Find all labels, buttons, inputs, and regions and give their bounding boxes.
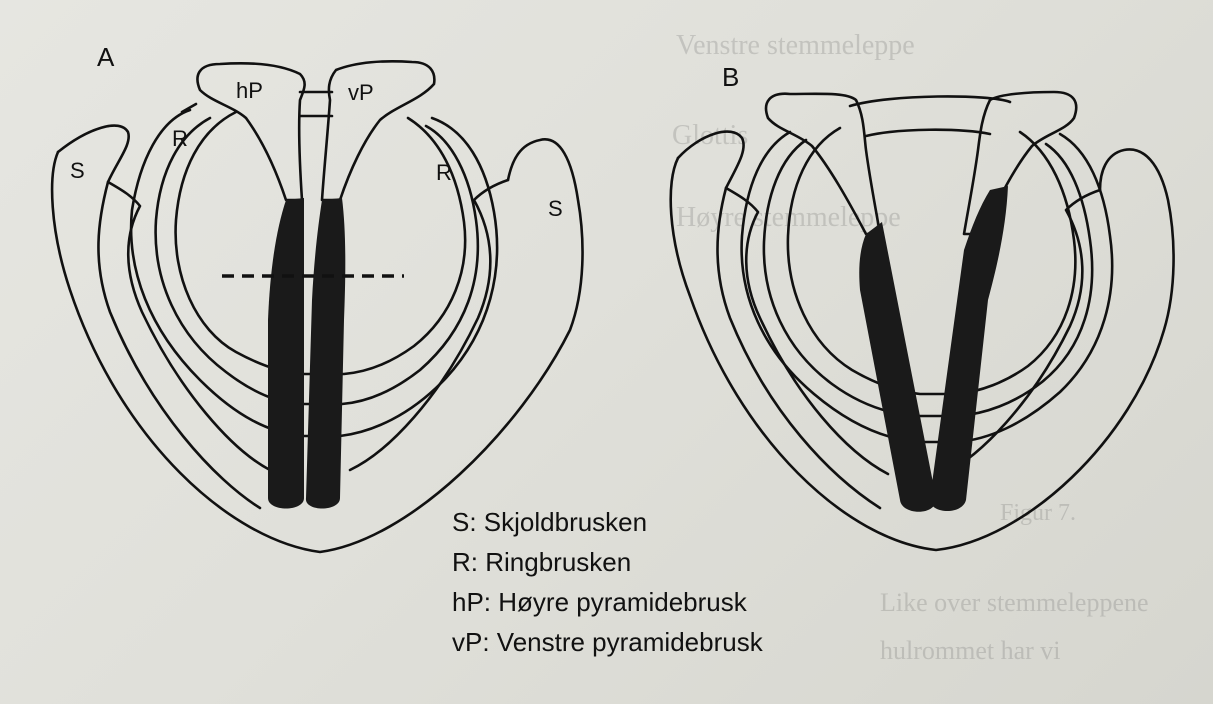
label-r-left: R [172, 126, 188, 152]
label-vp: vP [348, 80, 374, 106]
legend-item-s: S: Skjoldbrusken [452, 502, 763, 542]
arytenoid-left [322, 61, 434, 200]
cricoid-top-arc-b [850, 96, 1010, 106]
label-s-left: S [70, 158, 85, 184]
label-r-right: R [436, 160, 452, 186]
panel-label-a: A [97, 42, 114, 73]
label-hp: hP [236, 78, 263, 104]
legend-item-r: R: Ringbrusken [452, 542, 763, 582]
panel-label-b: B [722, 62, 739, 93]
legend-item-hp: hP: Høyre pyramidebrusk [452, 582, 763, 622]
label-s-right: S [548, 196, 563, 222]
cricoid-top-arc-2-b [866, 130, 990, 136]
legend-item-vp: vP: Venstre pyramidebrusk [452, 622, 763, 662]
legend: S: Skjoldbrusken R: Ringbrusken hP: Høyr… [452, 502, 763, 662]
vocal-fold-left-a [306, 198, 345, 509]
glottis-ring-b [788, 128, 1075, 394]
vocal-fold-right-a [268, 198, 304, 509]
vocal-fold-right-b [859, 222, 936, 512]
